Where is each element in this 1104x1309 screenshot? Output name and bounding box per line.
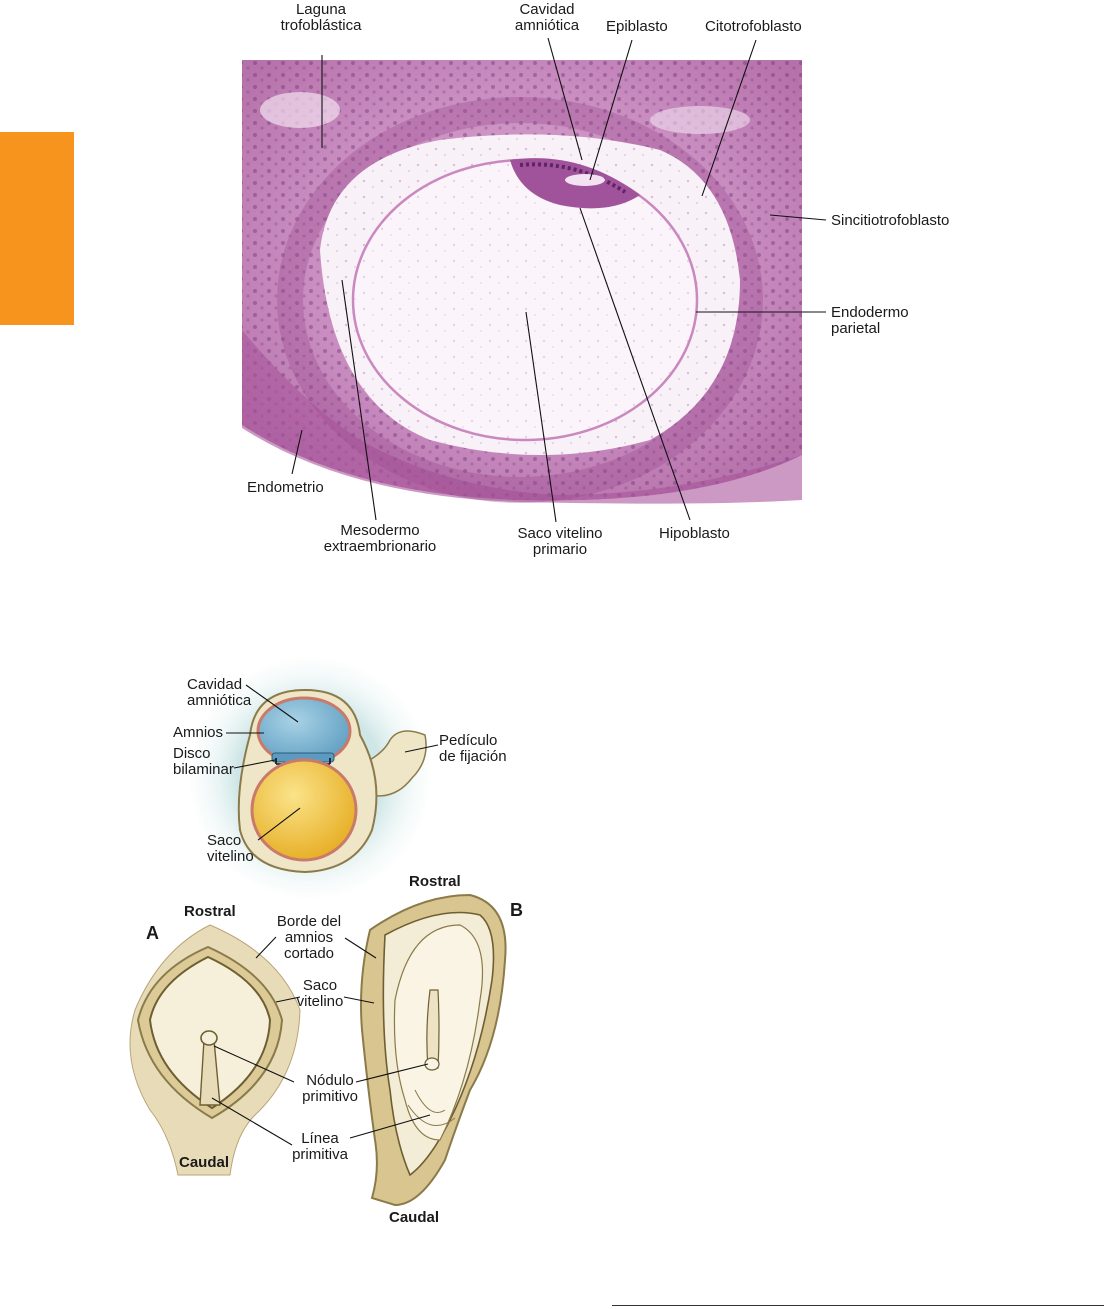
label-borde-amnios: Borde del amnios cortado xyxy=(276,913,342,962)
label-hipoblasto: Hipoblasto xyxy=(659,525,730,542)
label-caudal-b: Caudal xyxy=(389,1209,440,1226)
label-rostral-b: Rostral xyxy=(409,873,461,890)
label-pediculo-fijacion: Pedículo de fijación xyxy=(439,732,507,765)
label-nodulo-primitivo: Nódulo primitivo xyxy=(302,1072,358,1105)
label-caudal-a: Caudal xyxy=(179,1154,230,1171)
yolk-sac xyxy=(250,758,358,862)
label-amnios: Amnios xyxy=(173,724,224,741)
label-epiblasto: Epiblasto xyxy=(606,18,668,35)
panel-label-a: A xyxy=(146,923,159,943)
label-citotrofoblasto: Citotrofoblasto xyxy=(705,18,802,35)
micrograph xyxy=(242,37,827,523)
primitive-node-b xyxy=(424,1057,440,1071)
label-saco-vitelino-b: Saco vitelino xyxy=(296,977,344,1010)
label-saco-vitelino: Saco vitelino xyxy=(207,832,254,865)
footer-rule xyxy=(612,1305,1104,1306)
label-laguna-trofoblastica: Laguna trofoblástica xyxy=(280,1,362,34)
label-disco-bilaminar: Disco bilaminar xyxy=(173,745,234,778)
label-linea-primitiva: Línea primitiva xyxy=(292,1130,348,1163)
chapter-tab xyxy=(0,132,74,325)
label-endodermo-parietal: Endodermo parietal xyxy=(831,304,909,337)
label-sincitiotrofoblasto: Sincitiotrofoblasto xyxy=(831,212,950,229)
panel-label-b: B xyxy=(510,900,523,920)
label-rostral-a: Rostral xyxy=(184,903,236,920)
label-saco-vitelino-primario: Saco vitelino primario xyxy=(517,525,603,558)
primitive-streak-b xyxy=(426,989,440,1069)
label-cavidad-amniotica-2: Cavidad amniótica xyxy=(187,676,252,709)
primitive-node-a xyxy=(200,1030,218,1046)
label-endometrio: Endometrio xyxy=(247,479,324,496)
label-mesodermo-extraembrionario: Mesodermo extraembrionario xyxy=(323,522,437,555)
label-cavidad-amniotica: Cavidad amniótica xyxy=(514,1,580,34)
